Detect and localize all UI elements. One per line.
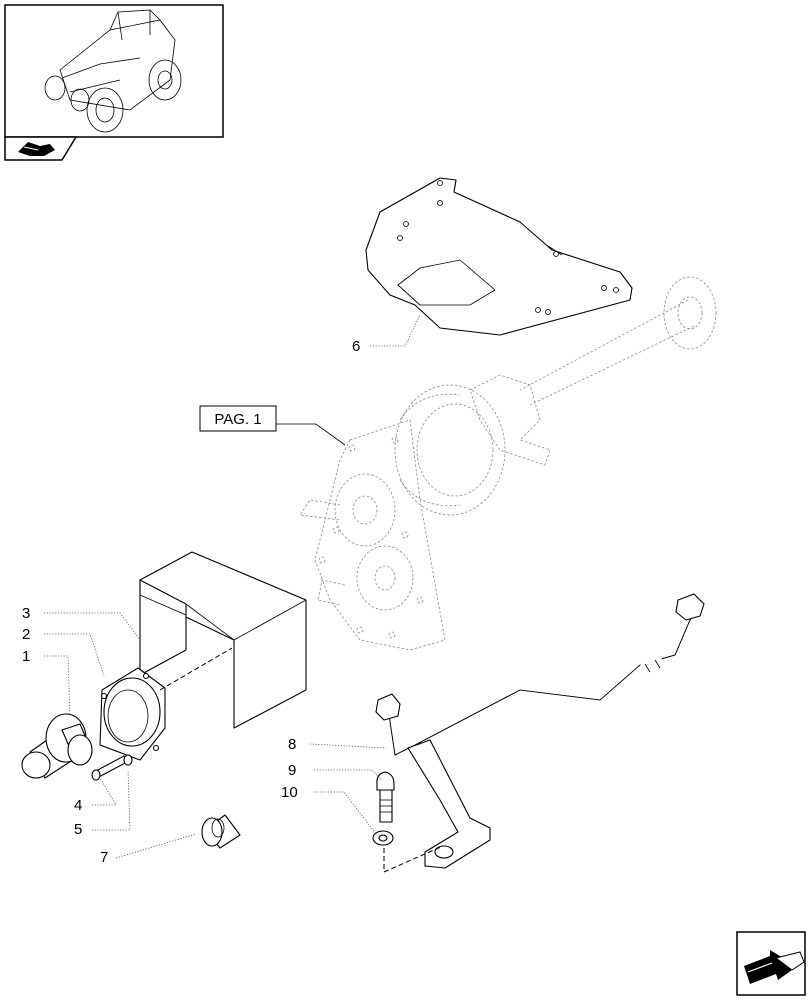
cover-plate-part xyxy=(365,177,633,336)
tractor-thumbnail-icon[interactable] xyxy=(4,4,224,138)
part-label-6: 6 xyxy=(352,338,360,355)
part-label-1: 1 xyxy=(22,648,30,665)
part-label-2: 2 xyxy=(22,626,30,643)
part-label-9: 9 xyxy=(288,762,296,779)
plug-part xyxy=(201,814,241,849)
gearbox-ghost-assembly xyxy=(299,276,717,651)
gasket-part xyxy=(99,647,233,761)
screw-part xyxy=(91,754,133,781)
part-label-8: 8 xyxy=(288,736,296,753)
bolt-part xyxy=(372,771,444,873)
pipe-part xyxy=(375,593,705,869)
part-label-7: 7 xyxy=(100,849,108,866)
part-label-3: 3 xyxy=(22,605,30,622)
part-label-5: 5 xyxy=(74,821,82,838)
leader-lines xyxy=(44,314,421,859)
page-reference[interactable]: PAG. 1 xyxy=(199,405,346,446)
next-page-arrow-icon[interactable] xyxy=(736,931,806,996)
part-label-10: 10 xyxy=(281,784,298,801)
book-section-icon[interactable] xyxy=(4,136,78,161)
part-label-4: 4 xyxy=(74,797,82,814)
shield-part xyxy=(139,551,307,729)
page-reference-label: PAG. 1 xyxy=(214,411,261,428)
shaft-part xyxy=(21,713,93,779)
